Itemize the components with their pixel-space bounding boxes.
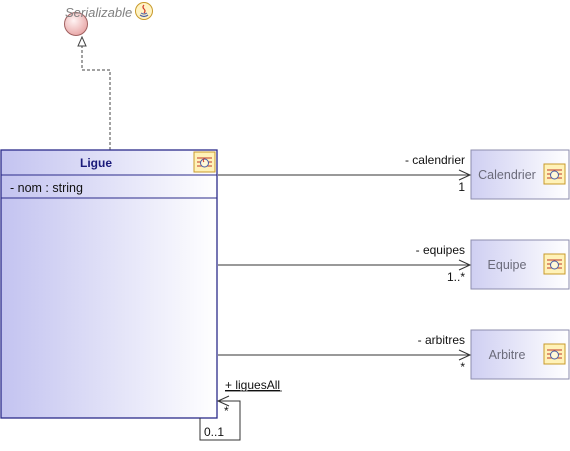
role-label: - equipes [416, 243, 465, 257]
class-equipe[interactable]: Equipe [470, 239, 570, 290]
association-ligues-all[interactable]: + liguesAll * 0..1 [199, 378, 282, 441]
arrowhead [458, 259, 472, 271]
realization-arrowhead [77, 35, 87, 47]
role-label: + liguesAll [225, 378, 280, 392]
class-arbitre[interactable]: Arbitre [470, 329, 570, 380]
java-class-icon [543, 343, 566, 365]
arrowhead [216, 395, 230, 407]
role-label: - arbitres [418, 333, 465, 347]
class-name: Ligue [80, 156, 112, 170]
source-multiplicity: 0..1 [204, 425, 224, 439]
java-icon [135, 2, 153, 20]
association-equipes[interactable]: - equipes 1..* [218, 243, 472, 284]
class-ligue[interactable]: Ligue - nom : string [0, 149, 218, 419]
multiplicity-label: 1..* [447, 270, 465, 284]
target-multiplicity: * [224, 404, 229, 418]
interface-serializable[interactable]: Serializable [64, 2, 153, 36]
class-name: Arbitre [489, 348, 526, 362]
java-class-icon [543, 253, 566, 275]
java-class-icon [543, 163, 566, 185]
multiplicity-label: * [460, 360, 465, 374]
class-name: Equipe [488, 258, 527, 272]
class-name: Calendrier [478, 168, 536, 182]
association-calendrier[interactable]: - calendrier 1 [218, 153, 472, 194]
association-arbitres[interactable]: - arbitres * [218, 333, 472, 374]
attribute-nom: - nom : string [10, 181, 83, 195]
interface-circle-icon [64, 12, 88, 36]
java-class-icon [193, 151, 216, 173]
arrowhead [458, 169, 472, 181]
arrowhead [458, 349, 472, 361]
class-calendrier[interactable]: Calendrier [470, 149, 570, 200]
realization-link [77, 35, 111, 150]
interface-name: Serializable [65, 5, 132, 20]
role-label: - calendrier [405, 153, 465, 167]
multiplicity-label: 1 [458, 180, 465, 194]
